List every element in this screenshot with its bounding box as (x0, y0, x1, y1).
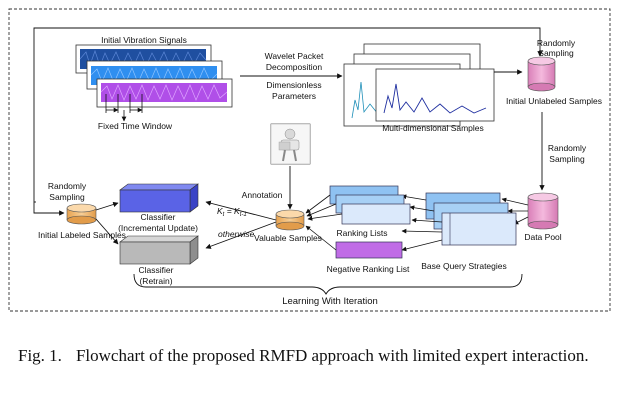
data-pool-label: Data Pool (524, 232, 561, 242)
valuable-samples-label: Valuable Samples (254, 233, 322, 243)
wavelet-label-1: Wavelet Packet (265, 51, 324, 61)
rand-right-label-2: Sampling (549, 154, 585, 164)
classifier-inc-label-1: Classifier (141, 212, 176, 222)
outer-dashed-border (8, 8, 611, 312)
classifier-ret-label-1: Classifier (139, 265, 174, 275)
classifier-ret-label-2: (Retrain) (139, 276, 172, 286)
dimless-label-2: Parameters (272, 91, 316, 101)
unlabeled-cylinder (527, 56, 556, 92)
annotation-label: Annotation (242, 190, 283, 200)
multi-dimensional-samples (343, 43, 495, 127)
caption-text: Flowchart of the proposed RMFD approach … (75, 346, 589, 365)
rand-left-label-1: Randomly (48, 181, 87, 191)
base-query-strategies-stack (425, 192, 517, 246)
iteration-brace (133, 273, 523, 295)
classifier-incremental-box (119, 183, 199, 213)
left-feed-line (33, 202, 65, 216)
unlabeled-label: Initial Unlabeled Samples (506, 96, 602, 106)
arrow-to-incremental (205, 200, 277, 221)
fixed-time-window-marks (105, 94, 143, 122)
lists-to-valuable-arrows (305, 194, 343, 251)
arrow-to-retrain (205, 221, 277, 249)
condition-label: Kt = Kt-1 (217, 206, 247, 218)
ranking-lists-label: Ranking Lists (336, 228, 387, 238)
ranking-lists-stack (329, 185, 411, 225)
rand-left-label-2: Sampling (49, 192, 85, 202)
rand-top-label-1: Randomly (537, 38, 576, 48)
classifier-retrain-box (119, 235, 199, 265)
multi-samples-label: Multi-dimensional Samples (382, 123, 484, 133)
dimless-label-1: Dimensionless (266, 80, 321, 90)
arrow-labeled-to-incremental (95, 201, 119, 211)
rand-right-label-1: Randomly (548, 143, 587, 153)
arrow-labeled-to-retrain (95, 218, 119, 245)
figure-caption: Fig. 1. Flowchart of the proposed RMFD ap… (18, 346, 618, 366)
expert-person-icon (270, 123, 311, 165)
negative-ranking-box (335, 241, 403, 259)
wavelet-label-2: Decomposition (266, 62, 322, 72)
labeled-samples-label: Initial Labeled Samples (38, 230, 126, 240)
vibration-signals (75, 44, 233, 108)
classifier-inc-label-2: (Incremental Update) (118, 223, 198, 233)
otherwise-label: otherwise (218, 229, 255, 239)
fixed-time-window-label: Fixed Time Window (98, 121, 173, 131)
base-query-label: Base Query Strategies (421, 261, 507, 271)
signals-title: Initial Vibration Signals (101, 35, 187, 45)
caption-number: Fig. 1. (18, 346, 62, 365)
negative-ranking-label: Negative Ranking List (327, 264, 410, 274)
data-pool-cylinder (527, 192, 559, 230)
strategies-to-lists-arrows (401, 194, 443, 252)
learning-iteration-label: Learning With Iteration (282, 296, 378, 307)
rand-top-label-2: Sampling (538, 48, 574, 58)
top-loop-line (33, 27, 543, 202)
labeled-samples-cylinder (66, 203, 97, 225)
valuable-samples-cylinder (275, 209, 305, 231)
